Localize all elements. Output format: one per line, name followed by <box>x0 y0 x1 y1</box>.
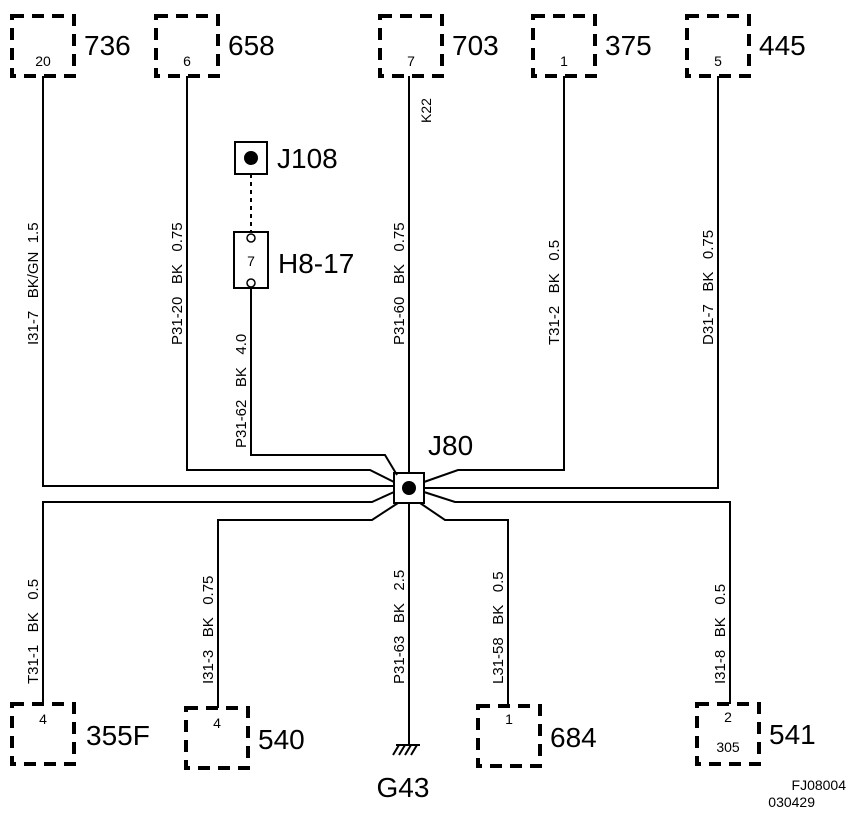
connector-355f: 4 355F <box>10 702 150 766</box>
ground-g43: G43 <box>377 744 430 803</box>
wire-t31-2 <box>423 76 565 483</box>
wire-i31-8 <box>423 491 731 704</box>
component-label: 684 <box>550 722 597 753</box>
figure-date: 030429 <box>768 794 815 810</box>
component-label: J80 <box>428 430 473 461</box>
connector-540: 4 540 <box>184 706 305 770</box>
component-label: H8-17 <box>278 248 354 279</box>
wire-label: T31-2 BK 0.5 <box>546 240 563 345</box>
connector-pin: 2 <box>724 709 732 725</box>
wire-label: T31-1 BK 0.5 <box>25 579 42 684</box>
wire-label: I31-8 BK 0.5 <box>712 584 729 684</box>
component-label: 658 <box>228 30 275 61</box>
connector-736: 20 736 <box>10 14 131 78</box>
component-label: 445 <box>759 30 806 61</box>
connector-658: 6 658 <box>154 14 275 78</box>
connector-pin: 7 <box>247 253 255 269</box>
wire-p31-62 <box>250 288 398 476</box>
component-label: 541 <box>769 719 816 750</box>
wire-label: L31-58 BK 0.5 <box>490 571 507 684</box>
wire-label: I31-3 BK 0.75 <box>200 576 217 684</box>
wire-label: D31-7 BK 0.75 <box>700 230 717 345</box>
wire-label: P31-62 BK 4.0 <box>233 334 250 448</box>
connector-h8-17: 7 H8-17 <box>233 231 354 289</box>
connector-pin: 7 <box>407 53 415 69</box>
wire-label: I31-7 BK/GN 1.5 <box>25 222 42 345</box>
wire-l31-58 <box>419 502 509 706</box>
component-label: 736 <box>84 30 131 61</box>
connector-pin: 4 <box>39 711 47 727</box>
connector-703: 7 703 <box>378 14 499 78</box>
connector-pin: 1 <box>560 53 568 69</box>
connector-pin-secondary: 305 <box>716 739 740 755</box>
wire-label: K22 <box>418 98 434 123</box>
wire-label: P31-63 BK 2.5 <box>391 570 408 684</box>
component-label: 703 <box>452 30 499 61</box>
connector-j108: J108 <box>234 141 338 175</box>
component-label: 375 <box>605 30 652 61</box>
connector-541: 2 305 541 <box>695 702 816 766</box>
component-label: 355F <box>86 720 150 751</box>
connector-pin: 20 <box>35 53 51 69</box>
connector-pin: 6 <box>183 53 191 69</box>
wire-label: P31-60 BK 0.75 <box>391 222 408 345</box>
connector-pin: 1 <box>505 711 513 727</box>
component-label: 540 <box>258 724 305 755</box>
wire-p31-20 <box>186 76 395 483</box>
wire-i31-3 <box>217 502 399 708</box>
connector-445: 5 445 <box>685 14 806 78</box>
connector-375: 1 375 <box>531 14 652 78</box>
connector-684: 1 684 <box>476 704 597 768</box>
splice-j80: J80 <box>393 430 473 504</box>
connector-pin: 4 <box>213 715 221 731</box>
wire-label: P31-20 BK 0.75 <box>169 222 186 345</box>
connector-pin: 5 <box>714 53 722 69</box>
component-label: G43 <box>377 772 430 803</box>
figure-code: FJ08004 <box>792 777 847 793</box>
component-label: J108 <box>277 143 338 174</box>
wire-d31-7 <box>424 76 719 489</box>
wire-i31-7 <box>42 76 394 487</box>
wire-t31-1 <box>42 491 395 706</box>
